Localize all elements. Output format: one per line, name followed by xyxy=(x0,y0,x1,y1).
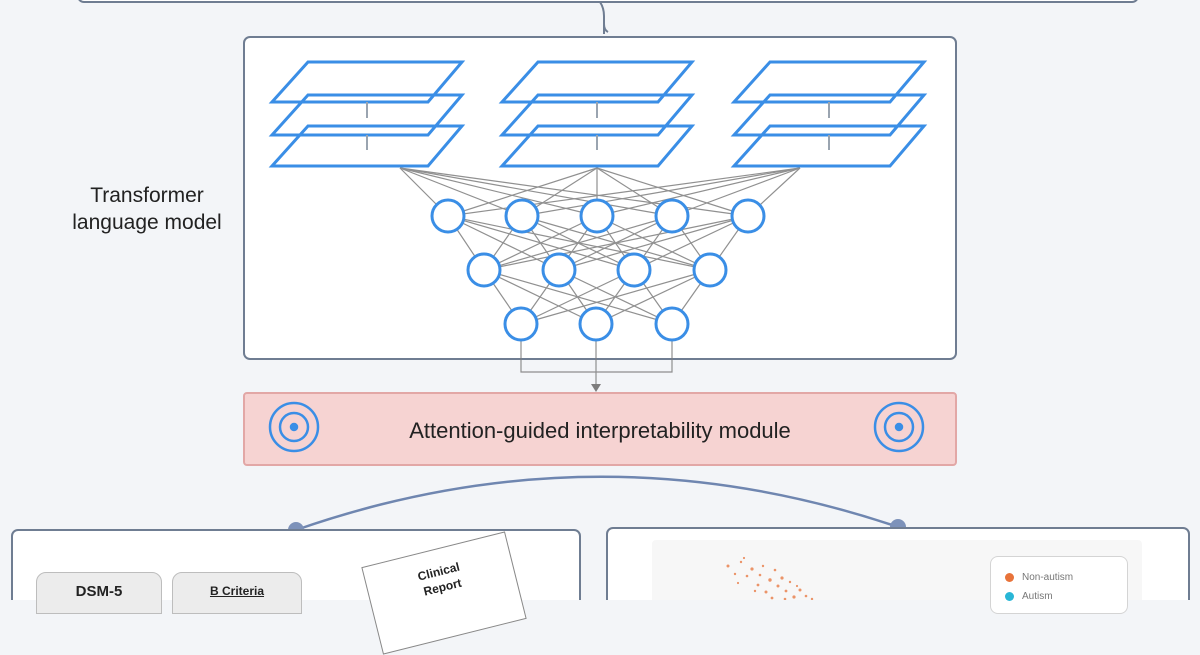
dsm5-tab: DSM-5 xyxy=(36,572,162,614)
node-l3-3 xyxy=(654,306,690,342)
scatter-legend: Non-autism Autism xyxy=(990,556,1128,614)
branch-arc xyxy=(295,475,899,532)
node-l1-1 xyxy=(430,198,466,234)
legend-label-autism: Autism xyxy=(1022,591,1053,602)
transformer-model-label: Transformer language model xyxy=(62,182,232,236)
interpretability-module-label: Attention-guided interpretability module xyxy=(409,418,791,443)
network-nodes xyxy=(430,198,766,342)
layer-stack-1 xyxy=(268,60,466,168)
node-l1-5 xyxy=(730,198,766,234)
scatter-points xyxy=(726,556,814,600)
node-l1-4 xyxy=(654,198,690,234)
node-l3-2 xyxy=(578,306,614,342)
target-icon-right xyxy=(873,401,925,453)
node-l2-4 xyxy=(692,252,728,288)
layer-stack-3 xyxy=(730,60,928,168)
node-l2-1 xyxy=(466,252,502,288)
node-l1-2 xyxy=(504,198,540,234)
layer-stacks xyxy=(268,60,928,168)
architecture-diagram xyxy=(11,0,1190,600)
input-box xyxy=(78,0,1138,3)
legend-item-autism: Autism xyxy=(1005,590,1053,604)
connections-output xyxy=(520,340,673,386)
model-label-line-1: Transformer xyxy=(90,184,204,207)
legend-dot-autism xyxy=(1005,591,1014,601)
interpretability-module xyxy=(243,392,957,466)
node-l1-3 xyxy=(579,198,615,234)
node-l2-3 xyxy=(616,252,652,288)
network-connections xyxy=(399,167,801,386)
node-l3-1 xyxy=(503,306,539,342)
model-label-line-2: language model xyxy=(72,211,222,234)
target-icon-left xyxy=(268,401,320,453)
criteria-tab: B Criteria xyxy=(172,572,302,614)
legend-dot-nonautism xyxy=(1005,572,1014,582)
layer-stack-2 xyxy=(498,60,696,168)
transformer-panel xyxy=(243,36,957,360)
node-l2-2 xyxy=(541,252,577,288)
output-arrowhead xyxy=(591,384,601,392)
legend-label-nonautism: Non-autism xyxy=(1022,572,1074,583)
legend-item-nonautism: Non-autism xyxy=(1005,571,1073,585)
